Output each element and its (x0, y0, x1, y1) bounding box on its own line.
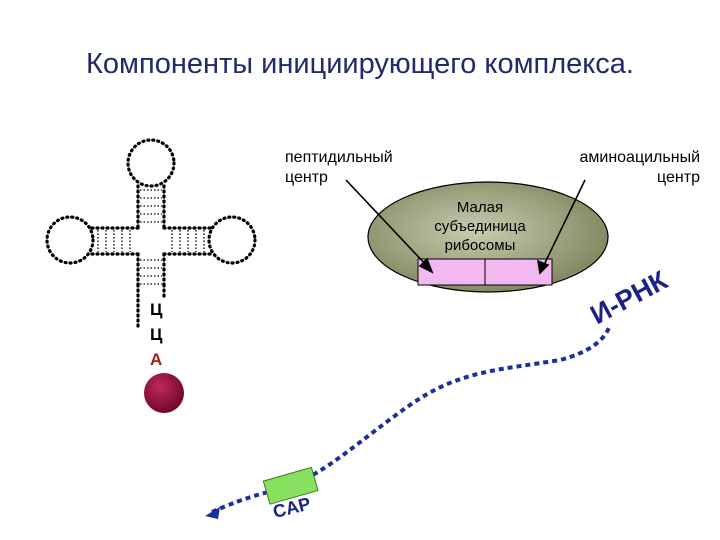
trna-left-loop (47, 217, 93, 263)
nucleotide-c1: Ц (150, 300, 162, 320)
ribosome-subunit-label: Малая субъединица рибосомы (400, 198, 560, 255)
peptidyl-center-label: пептидильный центр (285, 148, 445, 188)
trna-base-pairs (98, 190, 204, 284)
trna-anticodon-loop (128, 140, 174, 186)
subunit-label-line2: субъединица (400, 217, 560, 236)
subunit-label-line3: рибосомы (400, 236, 560, 255)
nucleotide-c2: Ц (150, 325, 162, 345)
aminoacyl-label-line2: центр (520, 168, 700, 188)
peptidyl-label-line1: пептидильный (285, 148, 445, 168)
peptidyl-label-line2: центр (285, 168, 445, 188)
aminoacyl-center-label: аминоацильный центр (520, 148, 700, 188)
trna-right-loop (209, 217, 255, 263)
amino-acid (144, 373, 184, 413)
aminoacyl-label-line1: аминоацильный (520, 148, 700, 168)
mrna-start-arrow (205, 507, 220, 519)
nucleotide-a: А (150, 350, 162, 370)
subunit-label-line1: Малая (400, 198, 560, 217)
